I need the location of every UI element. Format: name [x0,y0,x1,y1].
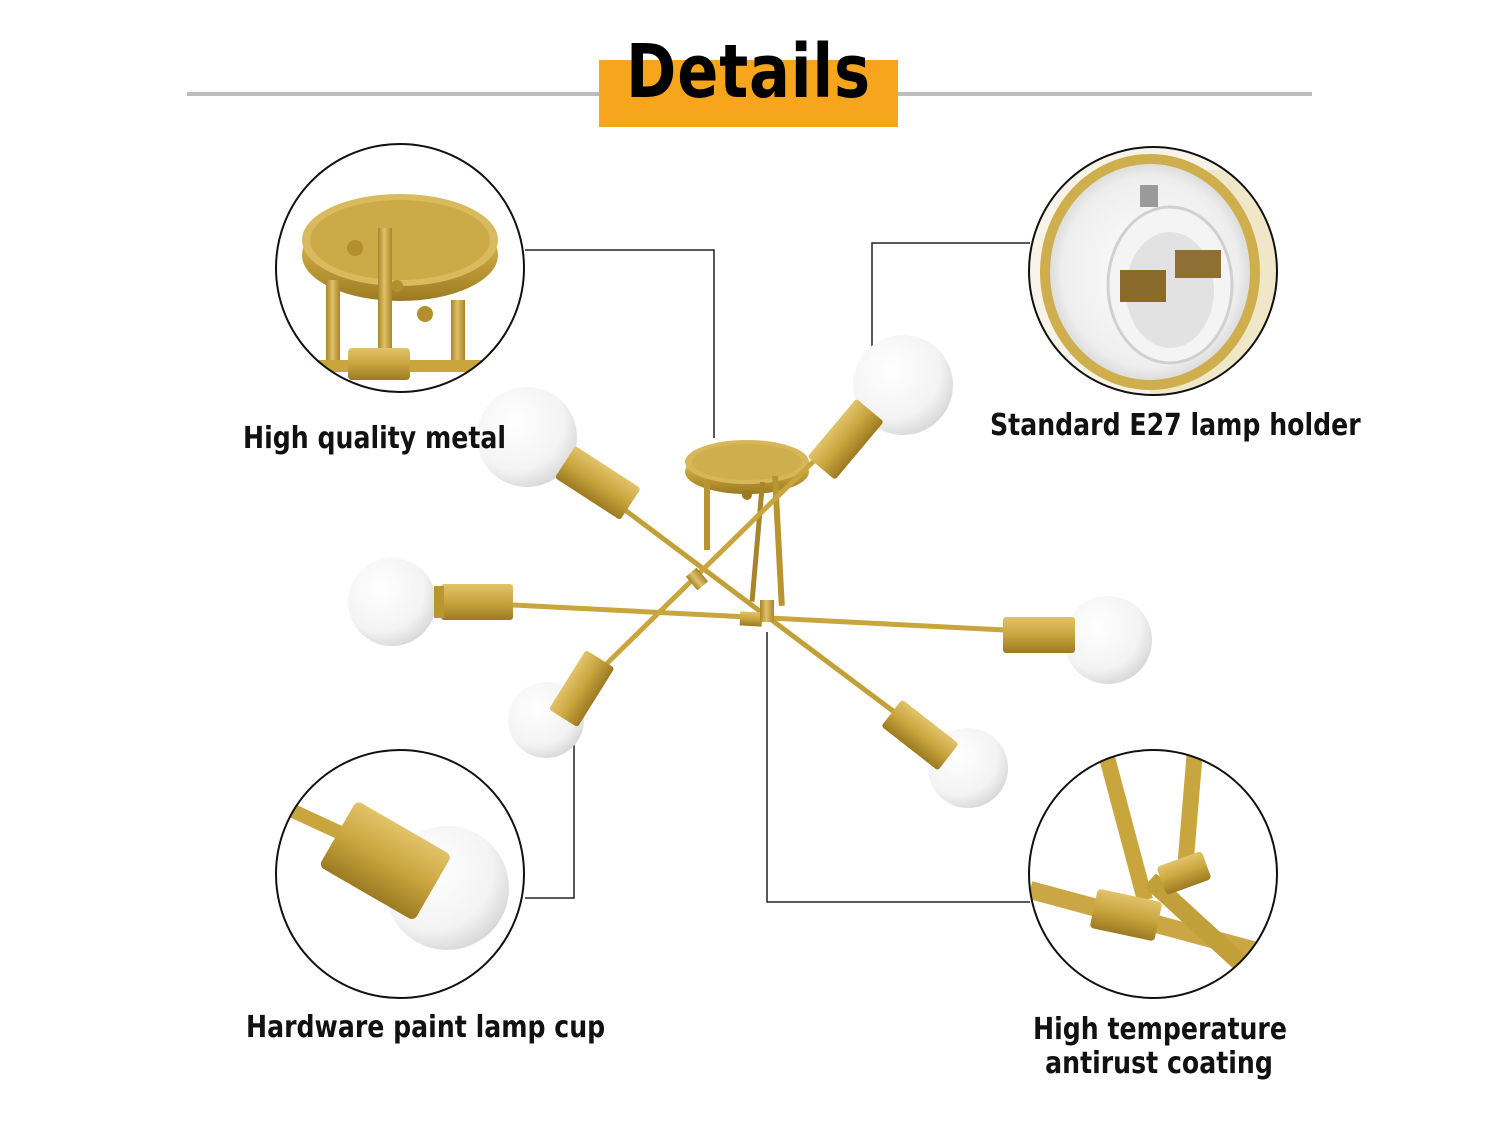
caption-coating-line1: High temperature [1033,1012,1287,1047]
header-title: Details [626,29,871,115]
leader-line-cup [525,705,575,899]
header-badge [599,60,898,127]
header-rule-right [898,92,1312,96]
leader-line-metal [525,249,715,438]
caption-metal: High quality metal [243,421,507,456]
header-rule-left [187,92,599,96]
caption-coating-line2: antirust coating [1045,1046,1273,1081]
caption-cup: Hardware paint lamp cup [246,1010,606,1045]
caption-holder: Standard E27 lamp holder [990,408,1361,443]
leader-line-coating [766,632,1030,903]
chandelier [348,335,1152,808]
detail-circle-metal [275,143,525,393]
detail-circle-cup [275,749,525,999]
detail-circle-holder [1028,146,1278,396]
detail-circle-coating [1028,749,1278,999]
